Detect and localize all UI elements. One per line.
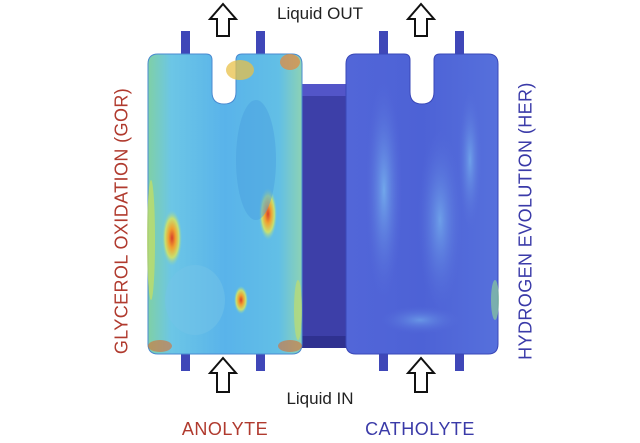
arrow-up-icon (207, 2, 239, 37)
membrane (298, 84, 348, 348)
anode-chamber (147, 53, 303, 355)
anode-bottom-ports (181, 347, 265, 371)
liquid-in-label: Liquid IN (286, 389, 354, 408)
cathode-top-ports (379, 31, 464, 57)
gor-label: GLYCEROL OXIDATION (GOR) (111, 87, 132, 355)
anolyte-label: ANOLYTE (181, 419, 269, 439)
liquid-out-label: Liquid OUT (277, 4, 363, 23)
arrow-up-icon (405, 356, 437, 393)
anode-top-ports (181, 31, 265, 57)
her-label: HYDROGEN EVOLUTION (HER) (515, 82, 536, 360)
cathode-bottom-ports (379, 347, 464, 371)
catholyte-label: CATHOLYTE (365, 419, 475, 439)
arrow-up-icon (405, 2, 437, 37)
arrow-up-icon (207, 356, 239, 393)
cathode-chamber (345, 53, 499, 355)
